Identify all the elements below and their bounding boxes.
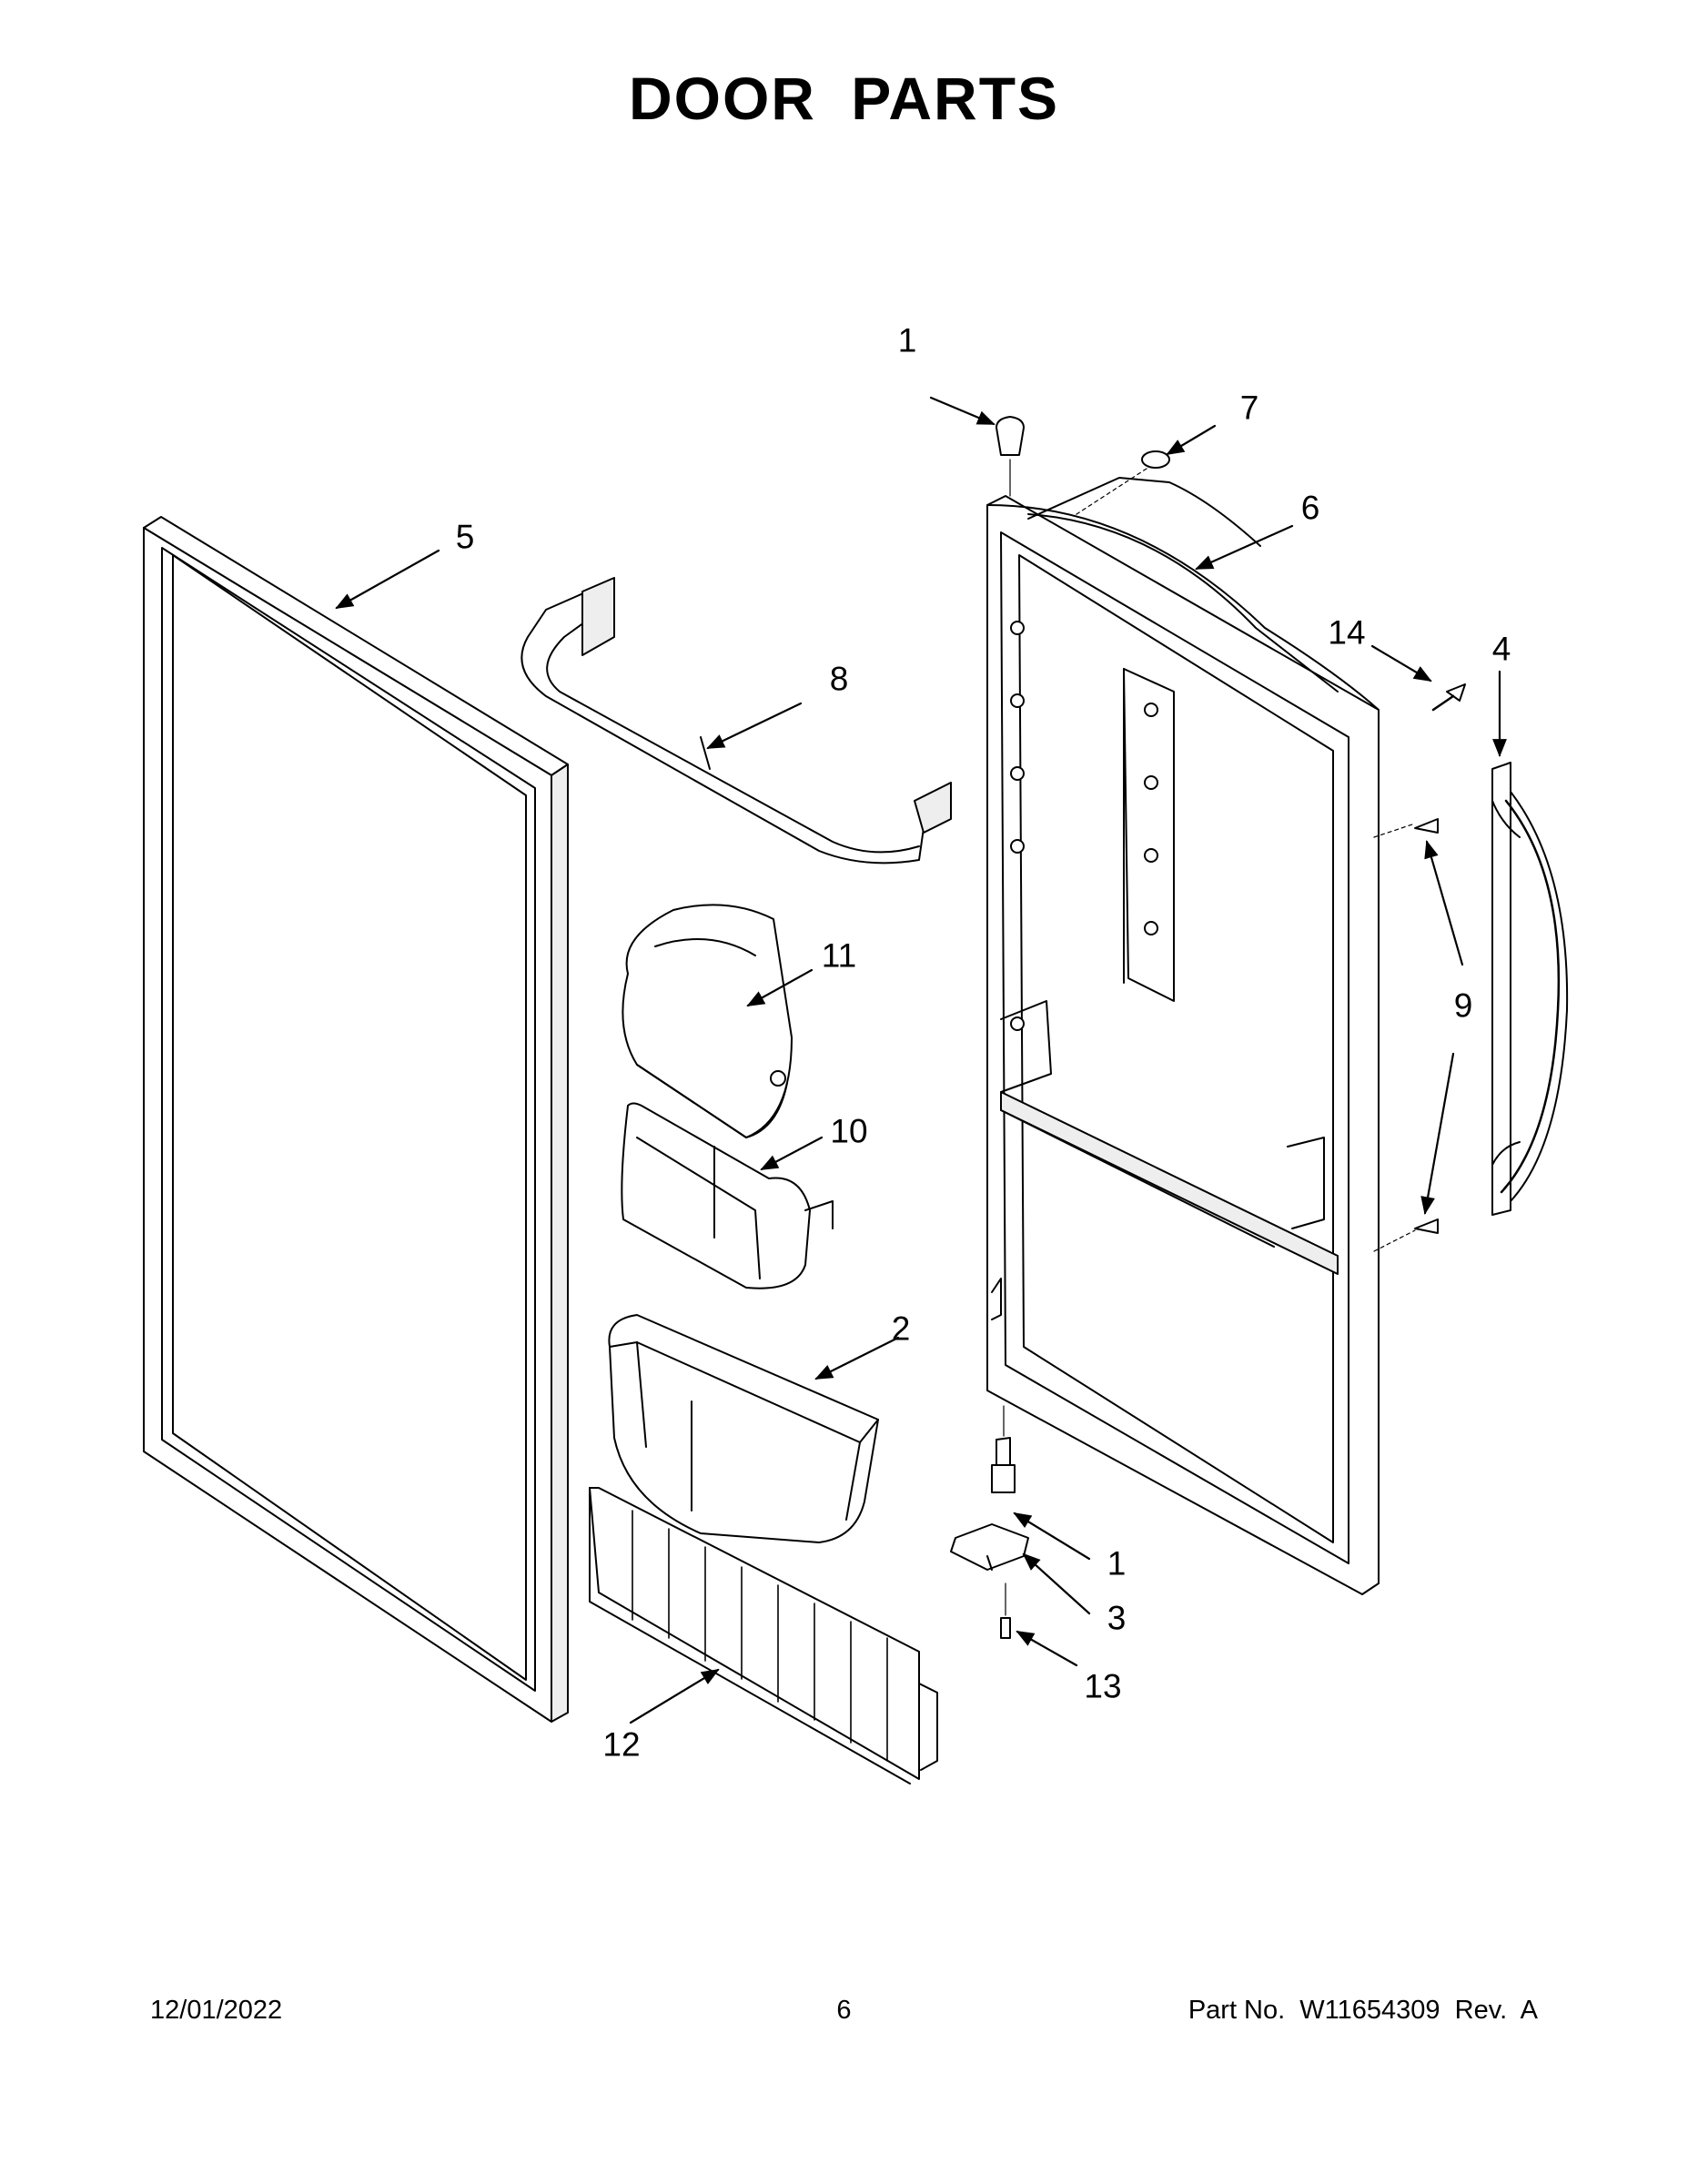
leader-5 <box>335 549 440 610</box>
handle-screws <box>1373 818 1439 1252</box>
page-title: DOOR PARTS <box>628 65 1060 132</box>
callout-5: 5 <box>455 518 475 556</box>
callout-10: 10 <box>830 1112 868 1150</box>
leader-2 <box>814 1336 900 1380</box>
dairy-cover <box>622 904 793 1138</box>
callout-13: 13 <box>1084 1667 1122 1705</box>
hinge-bushing-top <box>996 416 1025 497</box>
leader-9-up <box>1424 840 1464 966</box>
callout-6: 6 <box>1300 489 1320 527</box>
hinge-screw-13 <box>1000 1582 1011 1639</box>
lower-hinge <box>950 1523 1029 1571</box>
door-gasket <box>143 516 569 1723</box>
callout-4: 4 <box>1491 630 1511 668</box>
callout-1-bottom: 1 <box>1107 1544 1127 1582</box>
footer-date: 12/01/2022 <box>150 1996 283 2025</box>
callout-1-top: 1 <box>897 321 917 359</box>
door-plug <box>1073 450 1170 517</box>
callout-3: 3 <box>1107 1599 1127 1637</box>
leader-1-top <box>929 396 996 426</box>
leader-10 <box>760 1136 824 1171</box>
leader-13 <box>1016 1630 1078 1667</box>
hinge-bushing-bottom <box>991 1405 1016 1493</box>
leader-3 <box>1022 1552 1091 1615</box>
leader-12 <box>629 1668 720 1724</box>
door-liner <box>986 477 1380 1595</box>
leader-14 <box>1370 644 1432 682</box>
footer-page-number: 6 <box>836 1996 852 2025</box>
leader-1-bottom <box>1013 1512 1091 1561</box>
leader-6 <box>1195 524 1294 571</box>
callout-7: 7 <box>1239 389 1259 427</box>
callout-9: 9 <box>1453 986 1473 1025</box>
leader-7 <box>1166 424 1217 456</box>
callout-2: 2 <box>891 1309 911 1348</box>
dairy-bin <box>621 1102 834 1289</box>
leader-9-down <box>1420 1052 1455 1215</box>
bin-retainer <box>589 1487 938 1785</box>
top-door-bin <box>521 577 952 864</box>
leader-arrows <box>335 396 1507 1724</box>
screw-14 <box>1431 683 1466 712</box>
door-handle <box>1491 762 1569 1216</box>
callout-8: 8 <box>829 660 849 698</box>
callout-11: 11 <box>821 936 857 975</box>
footer-part-number: Part No. W11654309 Rev. A <box>1188 1996 1538 2025</box>
callout-14: 14 <box>1328 613 1366 652</box>
callout-12: 12 <box>602 1725 641 1764</box>
door-bin <box>608 1314 879 1543</box>
leader-11 <box>746 968 814 1007</box>
leader-8 <box>706 702 803 750</box>
